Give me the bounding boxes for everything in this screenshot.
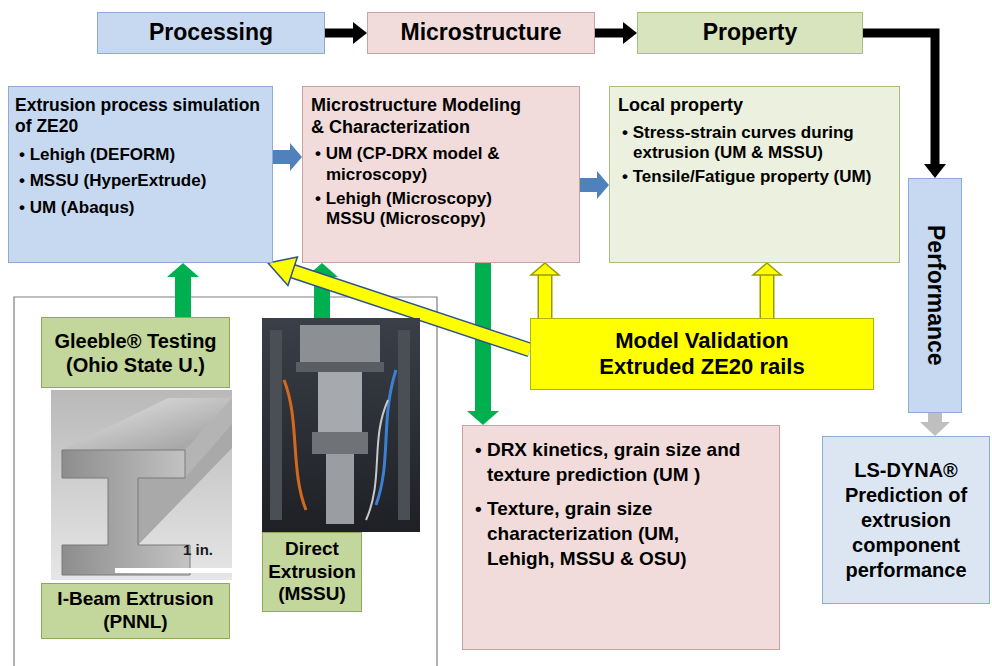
box-text: Gleeble® Testing (Ohio State U.): [47, 329, 224, 377]
block-arrow: [580, 171, 609, 199]
arrow-head: [290, 143, 302, 171]
test-box: Gleeble® Testing (Ohio State U.): [41, 317, 230, 388]
process-box: Local property • Stress-strain curves dur…: [609, 86, 900, 263]
arrow-head: [623, 22, 637, 44]
arrow-head: [167, 263, 199, 277]
arrow-head: [924, 164, 946, 178]
performance-box: LS-DYNA® Prediction of extrusion compone…: [822, 436, 990, 604]
box-text: LS-DYNA® Prediction of extrusion compone…: [829, 458, 983, 583]
test-box: I-Beam Extrusion (PNNL): [41, 583, 230, 639]
box-text: • Lehigh (Microscopy) MSSU (Microscopy): [315, 189, 531, 230]
block-arrow: [273, 143, 302, 171]
arrow-outline: [538, 274, 553, 318]
box-text: Direct Extrusion (MSSU): [267, 538, 357, 606]
box-text: • DRX kinetics, grain size and texture p…: [475, 438, 749, 487]
extrusion-press-photo: [262, 318, 420, 532]
box-text: • Lehigh (DEFORM): [19, 145, 266, 165]
process-box: Microstructure Modeling & Characterizati…: [302, 86, 580, 263]
box-text: • Tensile/Fatigue property (UM): [622, 167, 891, 187]
arrow-shaft: [273, 150, 291, 164]
box-text: • Stress-strain curves during extrusion …: [622, 123, 891, 164]
box-heading: Local property: [618, 95, 891, 117]
arrow-head: [467, 411, 499, 425]
stage-bar: Performance: [908, 178, 962, 413]
box-text: • MSSU (HyperExtrude): [19, 171, 266, 191]
box-text: • UM (Abaqus): [19, 198, 266, 218]
arrow-shaft: [928, 413, 942, 423]
process-box: Extrusion process simulation of ZE20 • Le…: [8, 86, 273, 263]
box-text: Performance: [921, 225, 949, 366]
arrow-head: [753, 263, 781, 275]
arrow-head: [531, 263, 559, 275]
box-text: • UM (CP-DRX model & microscopy): [315, 144, 571, 185]
stage-box: Property: [637, 12, 863, 54]
validation-box: Model ValidationExtruded ZE20 rails: [530, 318, 874, 390]
box-text: Microstructure: [374, 19, 588, 47]
block-arrow: [920, 413, 950, 436]
arrow-shaft: [539, 274, 551, 318]
box-text: Property: [644, 19, 856, 47]
stage-box: Microstructure: [367, 12, 595, 54]
block-arrow: [167, 263, 199, 317]
scale-label: 1 in.: [183, 541, 213, 558]
arrow-shaft: [325, 29, 354, 38]
arrow-shaft: [595, 29, 624, 38]
box-heading: Extrusion process simulation of ZE20: [15, 95, 266, 137]
i-beam-photo: [51, 390, 232, 580]
arrow-outline: [760, 274, 775, 318]
arrow-shaft: [761, 274, 773, 318]
stage-box: Processing: [97, 12, 325, 54]
arrow-shaft: [175, 276, 191, 317]
box-text: Processing: [104, 19, 318, 47]
test-box: Direct Extrusion (MSSU): [262, 532, 362, 612]
block-arrow: [753, 263, 781, 318]
arrow-head: [920, 422, 950, 436]
box-heading: Microstructure Modeling & Characterizati…: [311, 95, 533, 138]
box-text: Extruded ZE20 rails: [537, 354, 867, 380]
arrow-head: [597, 171, 609, 199]
block-arrow: [325, 22, 367, 44]
group-outline: [14, 297, 437, 666]
block-arrow: [595, 22, 637, 44]
arrow-shaft: [580, 178, 598, 192]
result-box: • DRX kinetics, grain size and texture p…: [462, 425, 780, 650]
block-arrow: [531, 263, 559, 318]
box-text: • Texture, grain size characterization (…: [475, 497, 749, 571]
arrow-head: [353, 22, 367, 44]
box-text: I-Beam Extrusion (PNNL): [47, 588, 224, 634]
box-heading: Model Validation: [537, 328, 867, 354]
